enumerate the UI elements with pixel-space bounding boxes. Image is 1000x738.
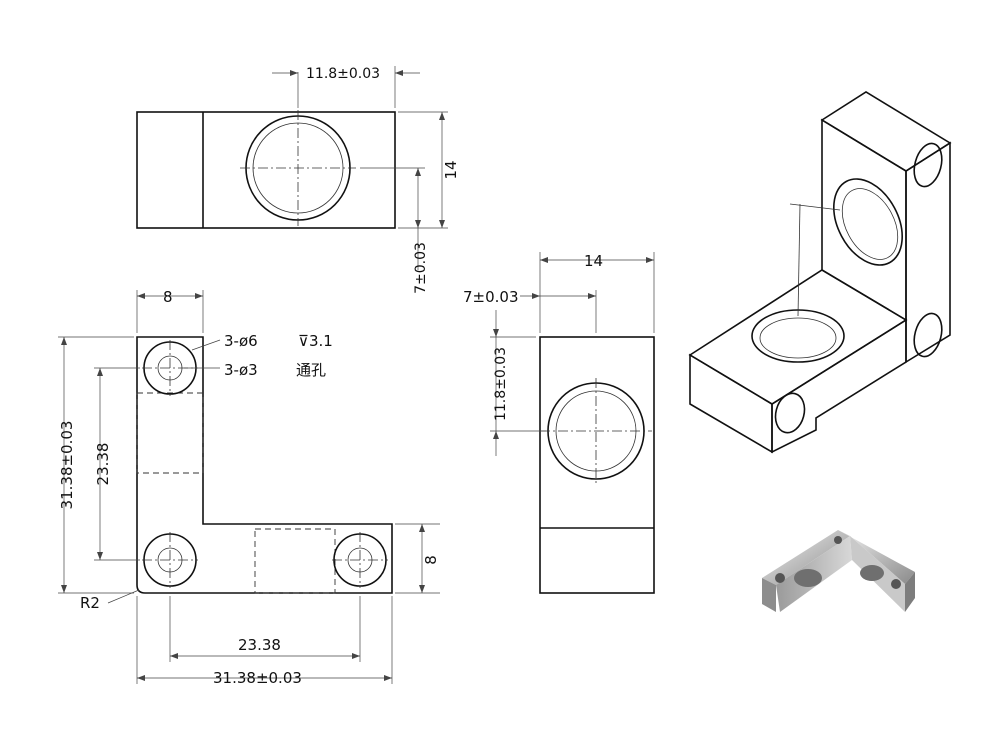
front-dim-total-height: 31.38±0.03 [58,421,76,510]
top-dim-center: 7±0.03 [413,242,429,294]
metal-bracket-photo-icon [762,530,915,612]
note-depth: ⊽3.1 [298,332,333,350]
iso-side-hole-bottom [913,312,943,358]
isometric-view [688,91,952,454]
top-dim-height: 14 [442,160,460,179]
front-dim-leg-height: 8 [422,555,440,565]
hole-bottom-right [332,532,388,588]
top-view-outline [136,111,396,229]
iso-horizontal-top-face [688,269,908,405]
iso-horizontal-front-face [689,353,773,454]
front-dim-hole-spacing-vertical: 23.38 [94,443,112,486]
side-dim-width: 14 [584,252,603,270]
iso-hole-vertical [833,178,903,266]
side-dim-center: 7±0.03 [463,288,519,306]
iso-vertical-side-face [905,141,951,364]
front-view-outline [136,336,393,594]
side-view-outline [539,336,655,594]
top-view: 11.8±0.03 14 7±0.03 [136,66,460,294]
front-dim-fillet: R2 [80,594,100,612]
iso-side-hole-top [913,142,943,188]
hole-bottom-left [142,532,198,588]
front-dim-width: 8 [163,288,173,306]
iso-horizontal-side-face [771,318,907,454]
front-dim-hole-spacing-horizontal: 23.38 [238,636,281,654]
front-dim-total-width: 31.38±0.03 [213,669,302,687]
side-view: 14 7±0.03 11.8±0.03 [463,252,655,594]
note-through: 3-ø3 [224,361,258,379]
note-counterbore: 3-ø6 [224,332,258,350]
note-through-label: 通孔 [296,361,326,379]
side-dim-hole-height: 11.8±0.03 [493,347,509,421]
top-dim-hole-offset: 11.8±0.03 [306,66,380,82]
iso-front-hole [774,392,806,434]
front-view: 8 3-ø6 ⊽3.1 3-ø3 通孔 31.38±0.03 23.38 R2 … [58,288,440,687]
